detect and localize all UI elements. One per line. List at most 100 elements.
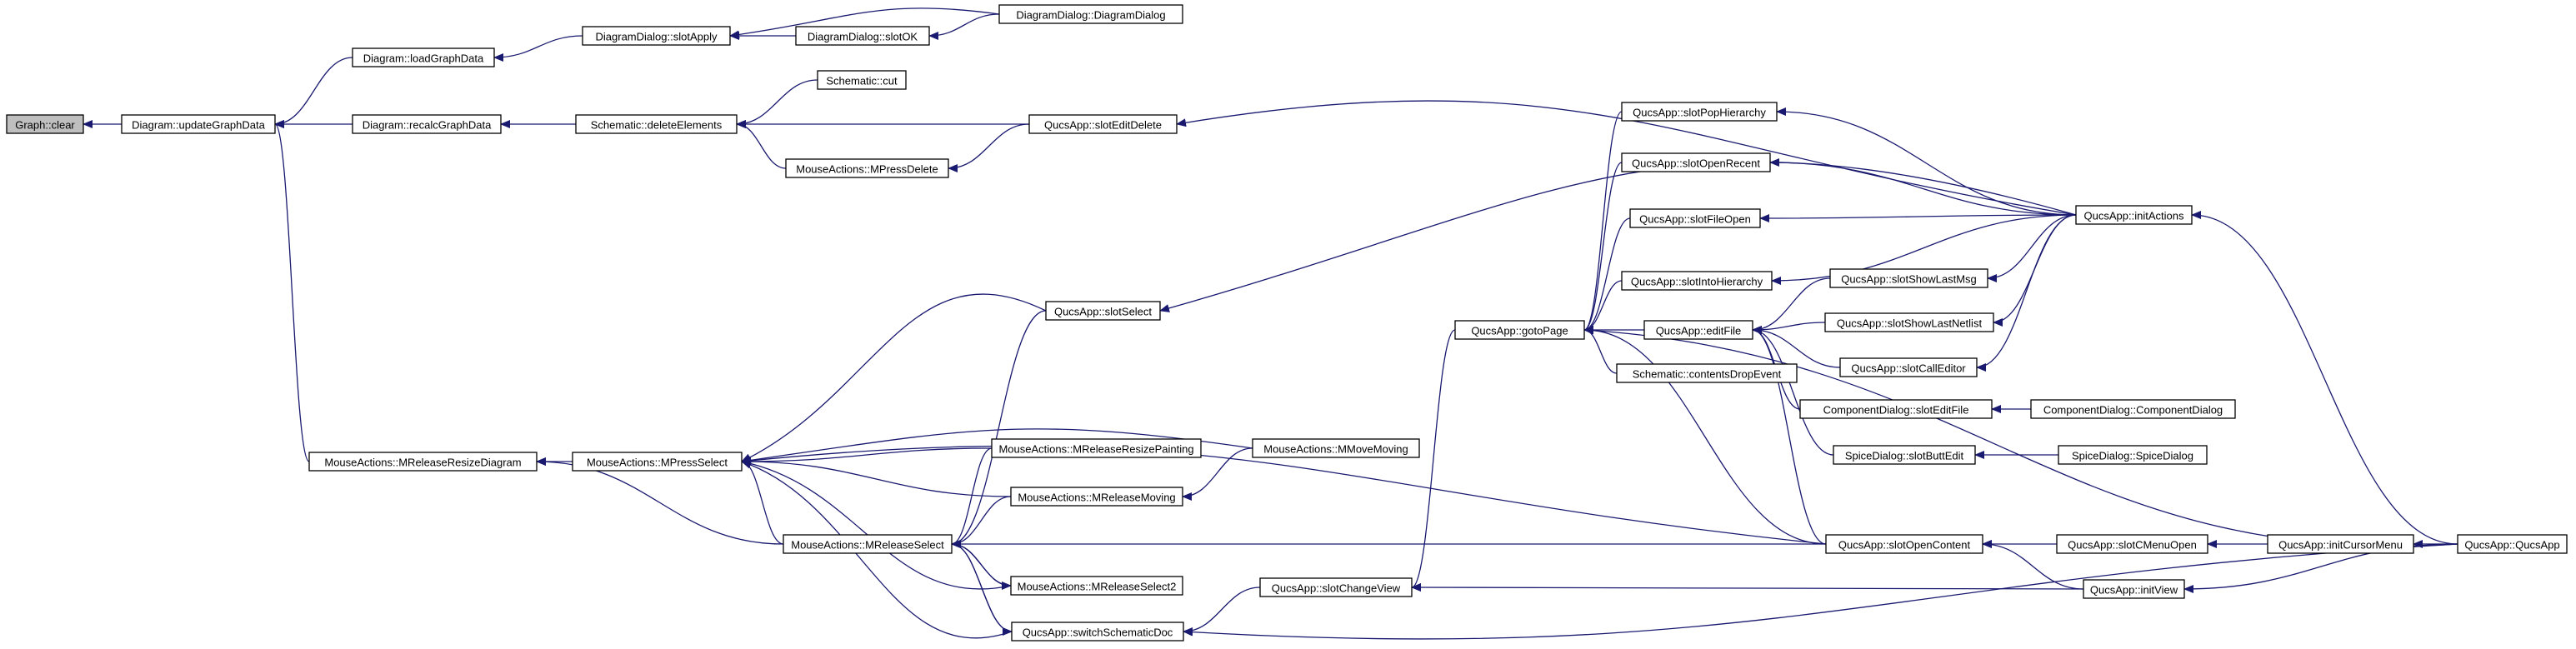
node-qucs-slotfileopen[interactable]: QucsApp::slotFileOpen [1629,208,1761,228]
node-qucs-slotshowlastmsg[interactable]: QucsApp::slotShowLastMsg [1829,268,1988,288]
edge-qucs-initactions-to-qucs-slotshowlastmsg [1987,214,2077,282]
edge-qucs-initview-to-qucs-slotchangeview [1411,583,2084,592]
edge-qucs-initactions-to-qucs-slotfileopen [1759,213,2077,222]
node-mouse-mreleaseselect2[interactable]: MouseActions::MReleaseSelect2 [1010,576,1183,596]
node-qucs-slotcalleditor[interactable]: QucsApp::slotCallEditor [1839,357,1978,377]
node-box [308,452,538,472]
edge-diagramdialog-slotapply-to-diagram-loadgraphdata [493,35,583,62]
node-diagramdialog-diagramdialog[interactable]: DiagramDialog::DiagramDialog [998,4,1183,24]
node-label: MouseActions::MReleaseSelect [791,539,944,552]
node-label: QucsApp::slotCallEditor [1851,362,1966,375]
node-label: ComponentDialog::slotEditFile [1823,404,1969,417]
node-box [1045,301,1161,321]
node-box [1454,320,1585,340]
node-box [1799,399,1993,419]
node-schematic-deleteelements[interactable]: Schematic::deleteElements [575,114,738,134]
node-qucs-initview[interactable]: QucsApp::initView [2083,579,2185,599]
node-box [1010,576,1183,596]
node-componentdialog-componentdialog[interactable]: ComponentDialog::ComponentDialog [2030,399,2236,419]
edge-mouse-mreleasemoving-to-mouse-mpressselect [741,457,1012,497]
node-box [2058,445,2208,465]
node-qucs-slotshowlastnetlist[interactable]: QucsApp::slotShowLastNetlist [1824,312,1994,332]
node-spicedialog-spicedialog[interactable]: SpiceDialog::SpiceDialog [2058,445,2208,465]
node-componentdialog-sloteditfile[interactable]: ComponentDialog::slotEditFile [1799,399,1993,419]
node-qucs-qucsapp[interactable]: QucsApp::QucsApp [2457,534,2568,554]
node-spicedialog-slotbuttedit[interactable]: SpiceDialog::slotButtEdit [1833,445,1976,465]
edge-mouse-mpressdelete-to-schematic-deleteelements [736,120,787,169]
edge-qucs-slotopencontent-to-qucs-gotopage [1583,326,1827,545]
node-box [2267,534,2414,554]
node-label: ComponentDialog::ComponentDialog [2043,404,2223,417]
node-label: Schematic::cut [826,75,898,87]
node-qucs-gotopage[interactable]: QucsApp::gotoPage [1454,320,1585,340]
node-qucs-switchschematicdoc[interactable]: QucsApp::switchSchematicDoc [1011,622,1184,642]
node-qucs-editfile[interactable]: QucsApp::editFile [1643,320,1753,340]
node-label: QucsApp::slotChangeView [1272,582,1401,595]
node-schematic-contentsdropevent[interactable]: Schematic::contentsDropEvent [1616,363,1798,383]
node-qucs-slotcmenuopen[interactable]: QucsApp::slotCMenuOpen [2056,534,2208,554]
node-label: QucsApp::switchSchematicDoc [1023,627,1173,639]
node-qucs-initcursormenu[interactable]: QucsApp::initCursorMenu [2267,534,2414,554]
node-box [795,26,930,46]
node-diagram-loadgraphdata[interactable]: Diagram::loadGraphData [352,47,495,67]
node-label: MouseActions::MReleaseSelect2 [1018,581,1177,593]
node-label: Graph::clear [15,119,75,132]
node-box [352,114,502,134]
node-mouse-mreleaseselect[interactable]: MouseActions::MReleaseSelect [783,534,953,554]
node-diagramdialog-slotok[interactable]: DiagramDialog::slotOK [795,26,930,46]
node-mouse-mpressdelete[interactable]: MouseActions::MPressDelete [785,158,949,178]
edge-qucs-initactions-to-qucs-slotintohierarchy [1771,214,2077,285]
node-qucs-slotchangeview[interactable]: QucsApp::slotChangeView [1259,577,1413,597]
node-schematic-cut[interactable]: Schematic::cut [817,70,907,90]
edge-qucs-initview-to-qucs-slotopencontent [1982,540,2084,590]
node-qucs-slotselect[interactable]: QucsApp::slotSelect [1045,301,1161,321]
edge-qucs-slotcalleditor-to-qucs-editfile [1752,326,1841,368]
edge-mouse-mreleaseselect2-to-mouse-mpressselect [741,459,1012,590]
node-label: SpiceDialog::slotButtEdit [1845,450,1964,462]
node-mouse-mmovemoving[interactable]: MouseActions::MMoveMoving [1252,438,1420,458]
node-box [1011,622,1184,642]
node-label: MouseActions::MPressDelete [796,163,938,176]
node-diagram-recalcgraphdata[interactable]: Diagram::recalcGraphData [352,114,502,134]
edge-qucs-sloteditdelete-to-mouse-mpressdelete [948,123,1030,172]
node-diagram-updategraphdata[interactable]: Diagram::updateGraphData [121,114,276,134]
edge-qucs-slotfileopen-to-qucs-gotopage [1583,217,1631,334]
node-box [1825,534,1983,554]
edge-mouse-mreleaseselect-to-mouse-mreleaseresizediagram [536,457,784,545]
node-mouse-mreleaseresizediagram[interactable]: MouseActions::MReleaseResizeDiagram [308,452,538,472]
edge-qucs-initactions-to-qucs-slotpophierarchy [1776,107,2077,216]
node-label: MouseActions::MReleaseMoving [1018,492,1175,504]
node-box [575,114,738,134]
edge-qucs-switchschematicdoc-to-mouse-mpressselect [741,460,1013,639]
node-qucs-slotintohierarchy[interactable]: QucsApp::slotIntoHierarchy [1621,271,1773,291]
node-box [1824,312,1994,332]
node-qucs-slotopencontent[interactable]: QucsApp::slotOpenContent [1825,534,1983,554]
edge-qucs-slotshowlastnetlist-to-qucs-editfile [1752,322,1826,334]
node-mouse-mreleasemoving[interactable]: MouseActions::MReleaseMoving [1010,487,1183,507]
edge-mouse-mmovemoving-to-mouse-mpressselect [741,428,1253,465]
edge-mouse-mreleaseresizediagram-to-diagram-updategraphdata [274,120,310,462]
node-box [1252,438,1420,458]
node-box [582,26,731,46]
node-box [1629,208,1761,228]
node-box [1028,114,1178,134]
node-label: DiagramDialog::DiagramDialog [1016,9,1165,22]
node-diagramdialog-slotapply[interactable]: DiagramDialog::slotApply [582,26,731,46]
node-qucs-initactions[interactable]: QucsApp::initActions [2075,205,2193,225]
node-label: MouseActions::MReleaseResizePainting [998,443,1193,456]
node-box [2075,205,2193,225]
node-label: QucsApp::slotShowLastNetlist [1837,317,1983,330]
node-box [1010,487,1183,507]
node-graph-clear[interactable]: Graph::clear [6,114,84,134]
node-qucs-slotpophierarchy[interactable]: QucsApp::slotPopHierarchy [1621,102,1778,122]
node-qucs-slotopenrecent[interactable]: QucsApp::slotOpenRecent [1621,152,1771,172]
node-qucs-sloteditdelete[interactable]: QucsApp::slotEditDelete [1028,114,1178,134]
node-box [6,114,84,134]
edge-qucs-initactions-to-qucs-slotopenrecent [1769,158,2077,216]
node-layer: Graph::clear Diagram::updateGraphData Diag… [6,4,2568,642]
node-mouse-mpressselect[interactable]: MouseActions::MPressSelect [572,452,743,472]
node-label: DiagramDialog::slotApply [596,31,718,43]
node-box [2030,399,2236,419]
node-label: Schematic::deleteElements [591,119,723,132]
node-mouse-mreleaseresizepainting[interactable]: MouseActions::MReleaseResizePainting [991,438,1202,458]
